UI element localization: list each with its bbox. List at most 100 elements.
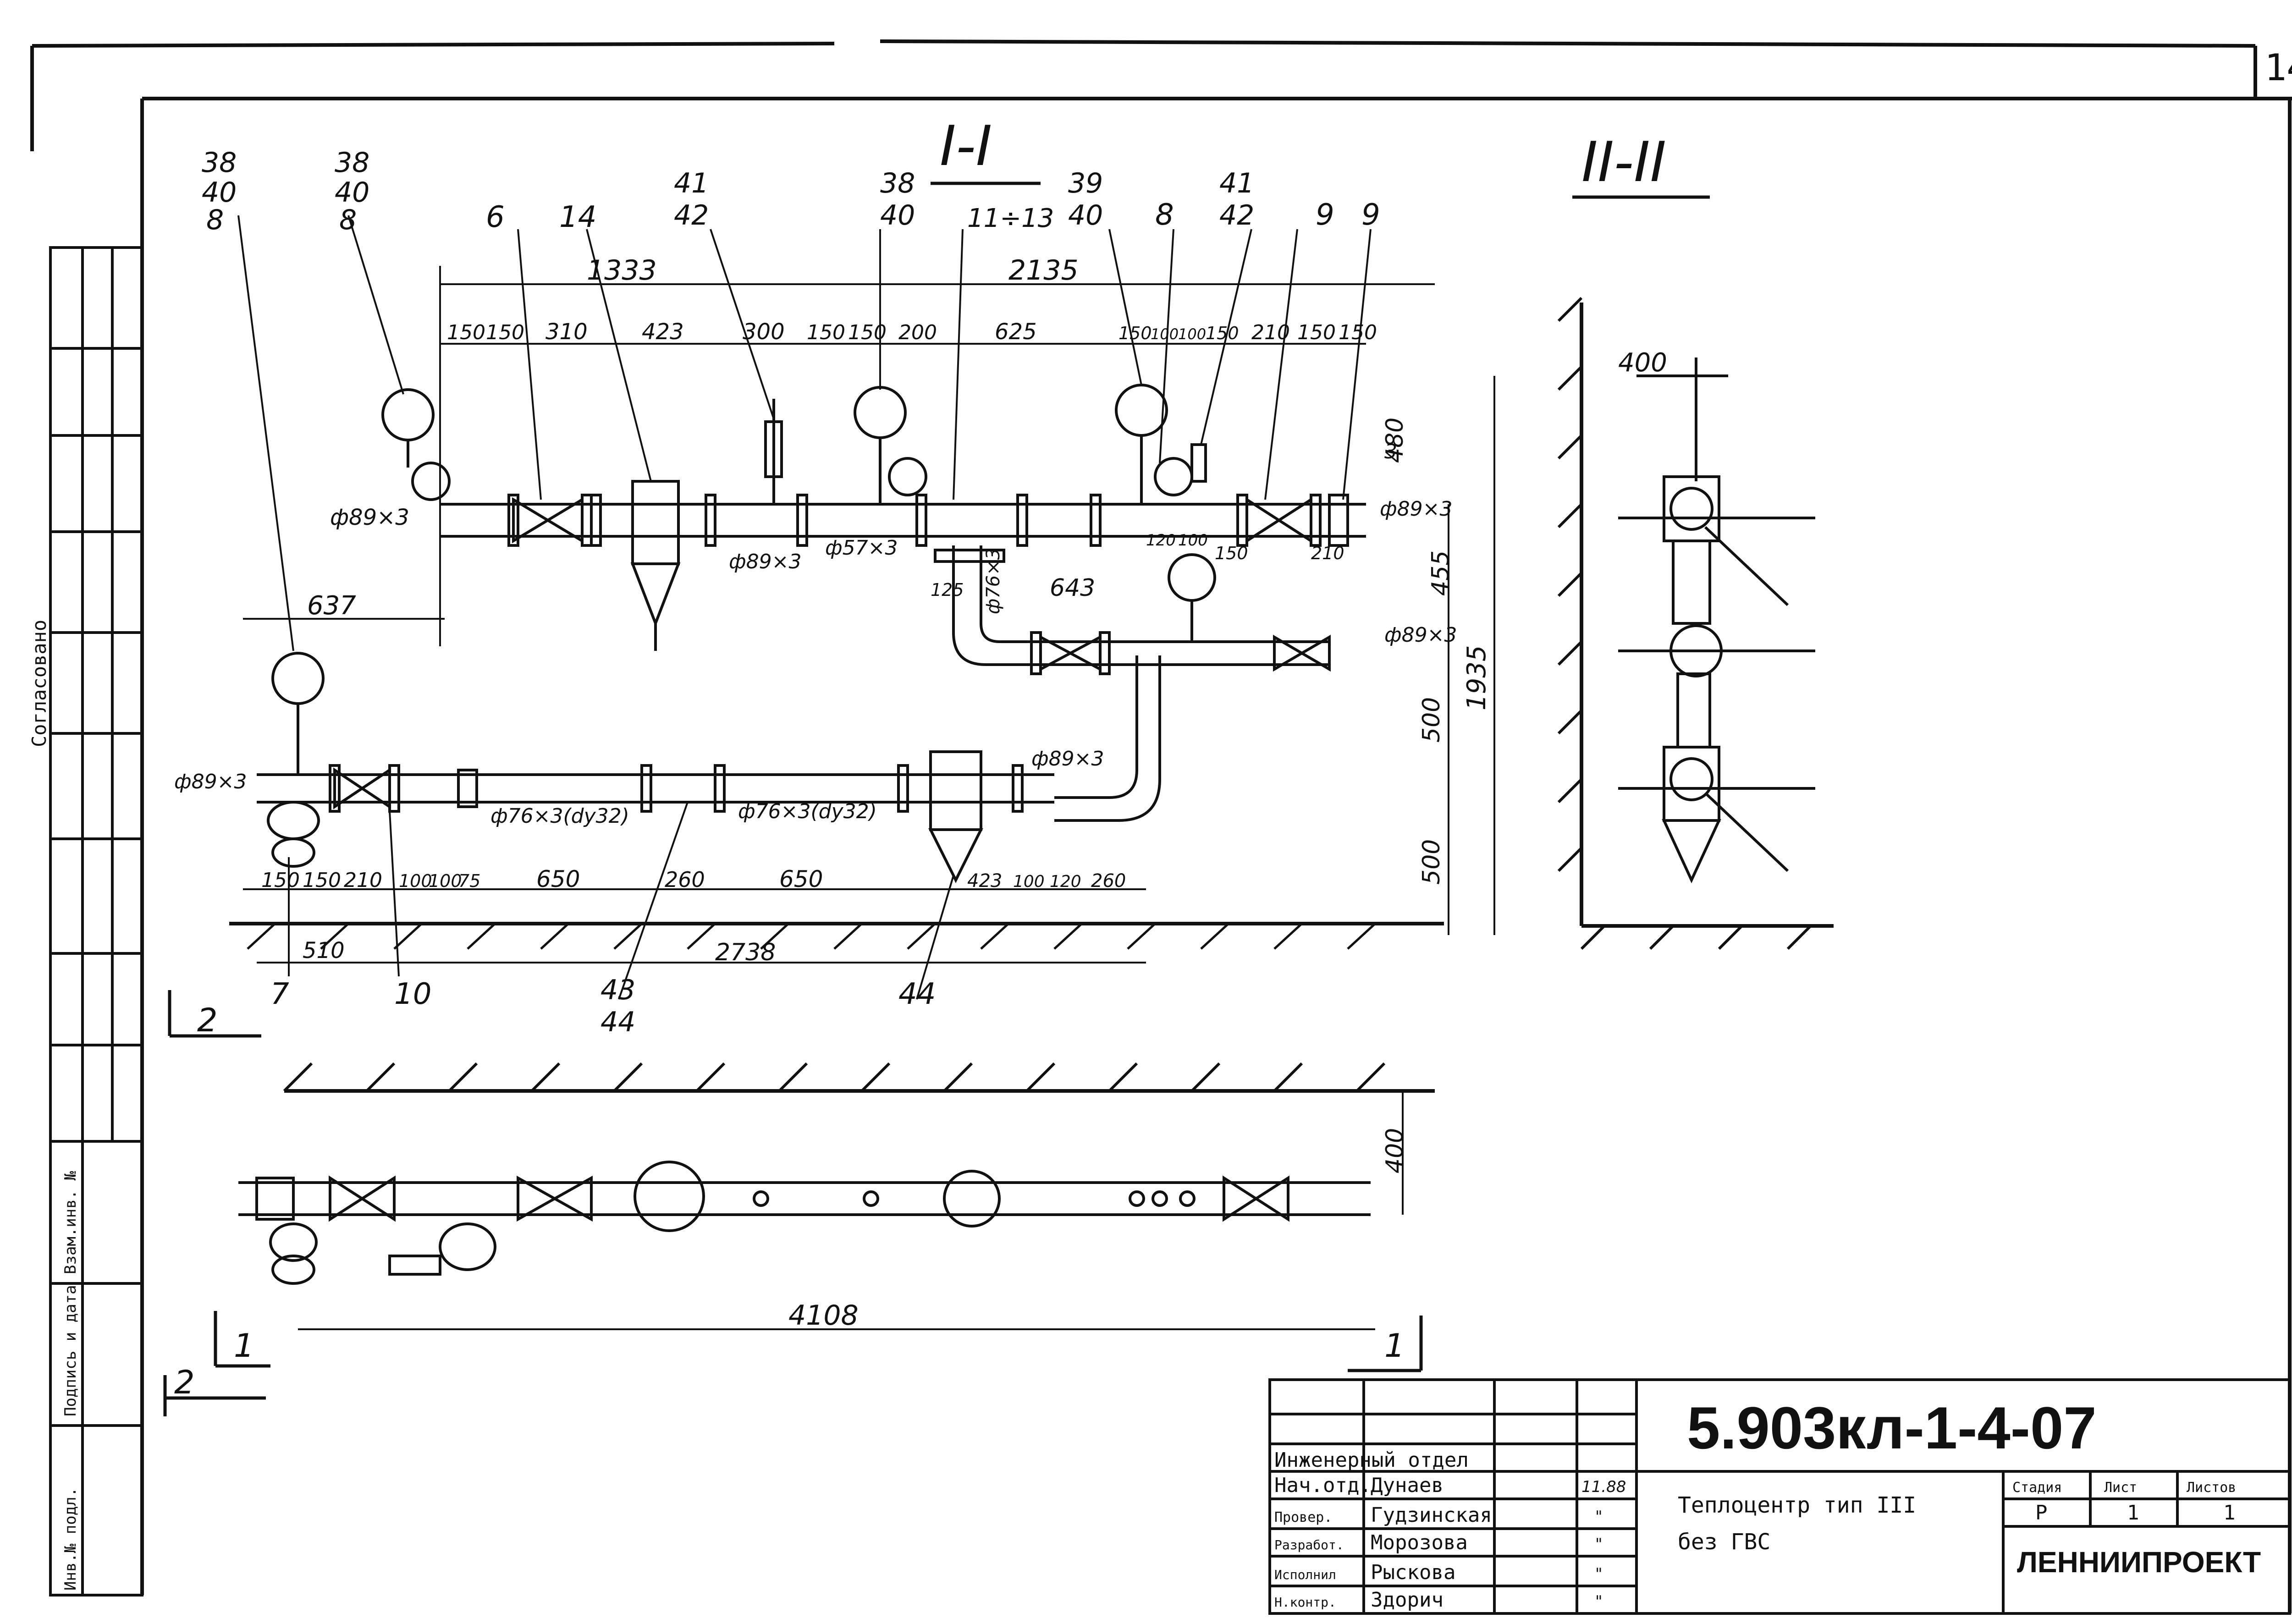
callout-c6: 38 40 — [880, 167, 915, 231]
pipe-label-bottom-left: ф89×3 — [174, 770, 247, 793]
svg-text:41: 41 — [674, 167, 709, 199]
section-title-1: I-I — [940, 115, 992, 178]
callout-b43: 43 44 — [601, 974, 635, 1038]
plan-view — [238, 1062, 1435, 1330]
svg-text:75: 75 — [458, 871, 480, 891]
svg-text:300: 300 — [743, 319, 785, 345]
svg-text:Здорич: Здорич — [1371, 1588, 1444, 1612]
pipe-label-bottom-2: ф76×3(dу32) — [738, 800, 877, 823]
svg-text:150: 150 — [1297, 321, 1336, 344]
dim-400-section2: 400 — [1618, 348, 1667, 378]
svg-text:8: 8 — [206, 204, 224, 236]
sheet-value: 1 — [2127, 1501, 2139, 1525]
strip-label-sign: Подпись и дата — [61, 1285, 80, 1416]
callout-c5: 41 42 — [674, 167, 709, 231]
svg-text:": " — [1595, 1592, 1603, 1611]
svg-text:42: 42 — [1219, 199, 1254, 231]
callout-b44: 44 — [898, 977, 936, 1011]
callout-c12: 9 — [1361, 198, 1380, 232]
pipe-label-top-mid1: ф89×3 — [729, 550, 801, 573]
svg-text:150: 150 — [1206, 323, 1239, 343]
svg-text:": " — [1595, 1535, 1603, 1553]
svg-text:100: 100 — [1013, 872, 1045, 891]
svg-text:42: 42 — [674, 199, 709, 231]
svg-text:423: 423 — [967, 870, 1002, 892]
callout-c4: 14 — [559, 200, 596, 234]
dim-plan-4108: 4108 — [788, 1299, 859, 1332]
dept-name: Инженерный отдел — [1274, 1448, 1469, 1472]
dim-637: 637 — [307, 591, 356, 621]
dim-500b: 500 — [1418, 839, 1445, 885]
side-approval-stamp: Согласовано — [28, 620, 50, 747]
svg-text:150: 150 — [807, 321, 845, 344]
svg-text:Разработ.: Разработ. — [1274, 1537, 1344, 1552]
dimension-lines — [243, 266, 1495, 963]
svg-text:40: 40 — [1068, 199, 1103, 231]
section-1-drawing — [229, 384, 1444, 925]
svg-text:Рыскова: Рыскова — [1371, 1561, 1455, 1584]
svg-text:120: 120 — [1050, 872, 1081, 891]
cut-mark-2-top: 2 — [197, 1002, 218, 1039]
drawing-code: 5.903кл-1-4-07 — [1687, 1394, 2097, 1461]
svg-text:": " — [1595, 1508, 1603, 1526]
strip-label-replace: Взам.инв. № — [61, 1171, 80, 1274]
svg-text:100: 100 — [1178, 325, 1206, 343]
cut-mark-1-left: 1 — [234, 1327, 254, 1365]
callout-c3: 6 — [486, 200, 505, 234]
callout-leaders — [237, 215, 1372, 1000]
svg-text:150: 150 — [486, 321, 524, 344]
dim-1935: 1935 — [1462, 645, 1492, 710]
dim-150b: 150 — [1215, 543, 1248, 563]
svg-text:150: 150 — [261, 869, 300, 892]
svg-text:Н.контр.: Н.контр. — [1274, 1595, 1336, 1610]
callout-c2: 38 40 8 — [335, 147, 369, 236]
svg-text:11.88: 11.88 — [1581, 1478, 1626, 1496]
sheets-label: Листов — [2187, 1480, 2236, 1496]
pipe-label-bottom-3: ф89×3 — [1031, 747, 1104, 771]
svg-text:40: 40 — [880, 199, 915, 231]
floor-hatching — [247, 923, 1376, 950]
svg-text:39: 39 — [1068, 167, 1103, 199]
svg-text:Дунаев: Дунаев — [1371, 1474, 1444, 1497]
pipe-label-mid-right: ф89×3 — [1384, 623, 1457, 647]
pipe-label-bottom-1: ф76×3(dу32) — [490, 804, 629, 828]
svg-text:43: 43 — [601, 974, 635, 1006]
svg-text:Провер.: Провер. — [1274, 1509, 1332, 1525]
callout-c11: 9 — [1316, 198, 1334, 232]
svg-text:423: 423 — [642, 319, 684, 345]
callout-b7: 7 — [270, 977, 289, 1011]
callout-c10: 41 42 — [1219, 167, 1254, 231]
svg-text:150: 150 — [1339, 321, 1377, 344]
svg-text:100: 100 — [429, 871, 462, 891]
dim-2135: 2135 — [1008, 254, 1079, 286]
callout-c1: 38 40 8 — [202, 147, 237, 236]
strip-label-inv: Инв.№ подл. — [61, 1487, 80, 1591]
svg-text:200: 200 — [898, 321, 937, 344]
left-margin-strip — [49, 246, 143, 1596]
dim-plan-400: 400 — [1381, 1128, 1409, 1173]
dim-510: 510 — [303, 938, 345, 963]
cut-mark-2-left: 2 — [174, 1364, 195, 1401]
svg-text:210: 210 — [344, 869, 382, 892]
svg-text:310: 310 — [545, 319, 588, 345]
svg-text:Морозова: Морозова — [1371, 1531, 1468, 1554]
dim-100: 100 — [1178, 531, 1208, 550]
sheet-label: Лист — [2104, 1480, 2137, 1496]
svg-text:150: 150 — [303, 869, 341, 892]
svg-text:Исполнил: Исполнил — [1274, 1567, 1336, 1582]
pipe-label-top-mid2: ф57×3 — [825, 536, 898, 560]
svg-text:40: 40 — [202, 176, 237, 209]
svg-text:100: 100 — [1151, 325, 1179, 343]
sheets-value: 1 — [2223, 1501, 2236, 1525]
dim-643: 643 — [1050, 574, 1095, 602]
svg-text:40: 40 — [335, 176, 369, 209]
svg-text:260: 260 — [1091, 870, 1126, 892]
section-2-drawing — [1557, 297, 1834, 950]
callout-b10: 10 — [394, 977, 431, 1011]
pipe-label-top-right: ф89×3 — [1380, 497, 1452, 521]
title-line-1: Теплоцентр тип III — [1678, 1492, 1916, 1518]
svg-text:625: 625 — [995, 319, 1037, 345]
svg-text:150: 150 — [447, 321, 485, 344]
svg-text:Нач.отд.: Нач.отд. — [1274, 1474, 1372, 1497]
